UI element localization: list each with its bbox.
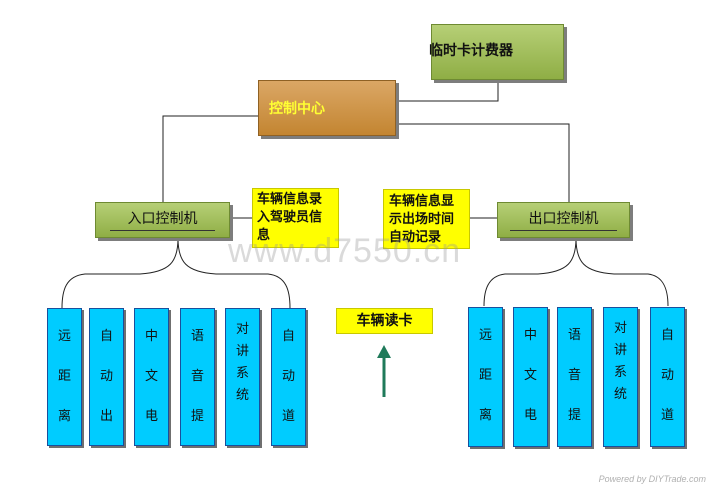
entry-module-label: 自 动 出 xyxy=(99,329,113,424)
entry-controller-underline xyxy=(110,230,215,231)
entry-module-label: 自 动 道 xyxy=(281,329,295,424)
exit-module-label: 对 讲 系 统 xyxy=(613,321,627,402)
exit-module-label: 自 动 道 xyxy=(660,328,674,423)
exit-module-2: 语 音 提 xyxy=(557,307,592,447)
footer-credit: Powered by DIYTrade.com xyxy=(598,474,706,484)
entry-module-3: 语 音 提 xyxy=(180,308,215,446)
exit-module-label: 中 文 电 xyxy=(523,328,537,423)
exit-module-label: 语 音 提 xyxy=(567,328,581,423)
entry-module-label: 中 文 电 xyxy=(144,329,158,424)
entry-module-1: 自 动 出 xyxy=(89,308,124,446)
entry-module-4: 对 讲 系 统 xyxy=(225,308,260,446)
entry-controller-box: 入口控制机 xyxy=(95,202,230,238)
vehicle-reader-box: 车辆读卡 xyxy=(336,308,433,334)
entry-module-2: 中 文 电 xyxy=(134,308,169,446)
exit-controller-box: 出口控制机 xyxy=(497,202,630,238)
exit-module-1: 中 文 电 xyxy=(513,307,548,447)
entry-module-label: 语 音 提 xyxy=(190,329,204,424)
exit-controller-label: 出口控制机 xyxy=(528,211,599,227)
entry-module-label: 远 距 离 xyxy=(57,329,71,424)
entry-module-label: 对 讲 系 统 xyxy=(235,322,249,403)
entry-controller-label: 入口控制机 xyxy=(127,211,198,227)
exit-module-0: 远 距 离 xyxy=(468,307,503,447)
watermark: www.d7550.cn xyxy=(228,232,462,270)
exit-module-4: 自 动 道 xyxy=(650,307,685,447)
temp-card-meter-box: 临时卡计费器 xyxy=(429,24,564,80)
exit-controller-underline xyxy=(510,230,617,231)
entry-module-5: 自 动 道 xyxy=(271,308,306,446)
temp-card-meter-label: 临时卡计费器 xyxy=(429,43,513,59)
exit-module-3: 对 讲 系 统 xyxy=(603,307,638,447)
exit-module-label: 远 距 离 xyxy=(478,328,492,423)
control-center-label: 控制中心 xyxy=(269,101,325,117)
entry-module-0: 远 距 离 xyxy=(47,308,82,446)
control-center-box: 控制中心 xyxy=(258,80,396,136)
entry-note-box: 车辆信息录入驾驶员信息 xyxy=(252,188,339,248)
exit-note-box: 车辆信息显示出场时间自动记录 xyxy=(383,189,470,249)
